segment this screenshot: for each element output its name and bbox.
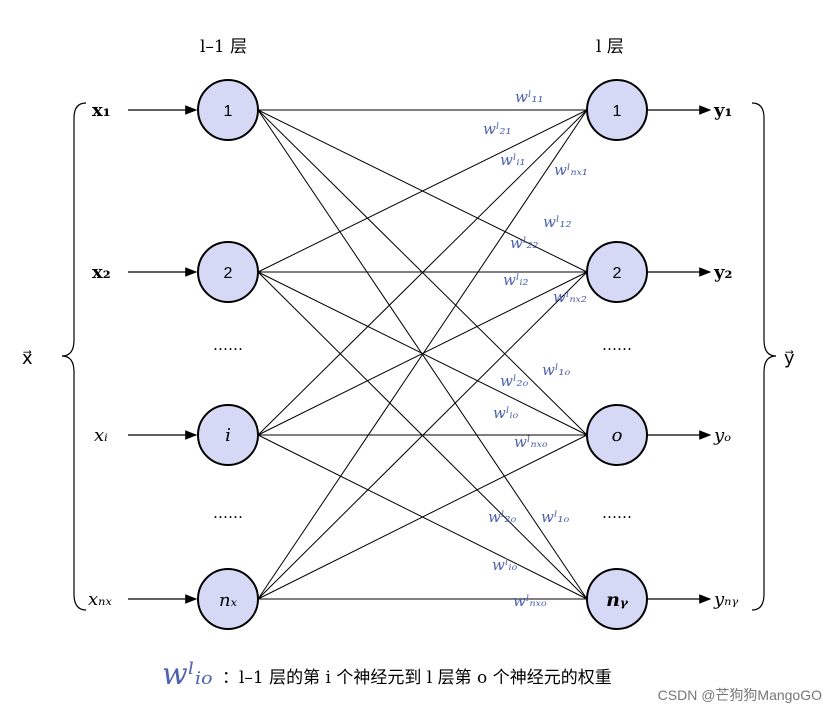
output-node-2-label: 2 [613,265,622,282]
input-node-nx: nₓ [197,568,259,630]
input-ellipsis-1: …… [213,336,243,354]
input-node-nx-label: nₓ [219,590,238,611]
input-node-2: 2 [197,241,259,303]
input-label-i: xᵢ [94,425,108,446]
input-node-1-label: 1 [224,103,233,120]
weight-label-w2o-b: wˡ₂ₒ [488,508,516,526]
weight-label-w1o-a: wˡ₁ₒ [542,361,570,379]
connection-i-2 [257,271,588,436]
output-ellipsis-1: …… [602,336,632,354]
connection-i-1 [257,109,588,436]
output-ellipsis-2: …… [602,504,632,522]
weight-label-wio-b: wˡᵢₒ [492,556,517,574]
output-label-ny: yₙᵧ [713,589,738,610]
output-label-1: y₁ [713,100,732,121]
input-label-nx: xₙₓ [88,589,112,610]
curr-layer-title: l 层 [596,37,624,57]
weight-labels: wˡ₁₁ wˡ₂₁ wˡᵢ₁ wˡₙₓ₁ wˡ₁₂ wˡ₂₂ wˡᵢ₂ wˡₙₓ… [483,88,588,610]
output-node-1-label: 1 [613,103,622,120]
prev-layer-title: l–1 层 [200,37,247,57]
output-vector-label: y⃗ [784,348,795,369]
weight-label-w21: wˡ₂₁ [483,120,512,138]
output-node-ny-label: nᵧ [606,589,629,611]
output-node-ny: nᵧ [586,568,648,630]
input-label-1: x₁ [92,100,111,121]
weight-label-wi2: wˡᵢ₂ [503,271,529,289]
output-node-o-label: o [612,425,623,446]
input-node-i: i [197,404,259,466]
input-node-i-label: i [225,425,231,446]
connection-nx-o [257,434,588,600]
weight-label-wio-a: wˡᵢₒ [493,404,518,422]
input-node-2-label: 2 [224,265,233,282]
output-label-o: yₒ [713,425,731,446]
watermark: CSDN @芒狗狗MangoGO [658,687,822,703]
weight-label-wnxo-a: wˡₙₓₒ [514,433,548,451]
connection-nx-1 [257,109,588,600]
weight-label-wnx1: wˡₙₓ₁ [554,161,588,179]
input-label-2: x₂ [92,262,111,283]
output-node-o: o [586,404,648,466]
input-node-1: 1 [197,79,259,141]
weight-label-w12: wˡ₁₂ [543,213,572,231]
input-ellipsis-2: …… [213,504,243,522]
connections [257,109,588,600]
input-vector-label: x⃗ [22,348,33,369]
weight-label-wnxo-b: wˡₙₓₒ [513,592,547,610]
weight-label-wnx2: wˡₙₓ₂ [553,288,587,306]
weight-label-w2o-a: wˡ₂ₒ [500,372,528,390]
legend-symbol: wˡᵢₒ [162,657,213,692]
connection-nx-2 [257,271,588,600]
output-node-1: 1 [586,79,648,141]
legend-text: ：l–1 层的第 i 个神经元到 l 层第 o 个神经元的权重 [222,668,612,688]
weight-label-w22: wˡ₂₂ [510,234,539,252]
input-brace [61,102,87,611]
weight-label-w1o-b: wˡ₁ₒ [541,508,569,526]
output-node-2: 2 [586,241,648,303]
connection-2-1 [257,109,588,273]
weight-label-wi1: wˡᵢ₁ [500,151,526,169]
output-label-2: y₂ [713,262,732,283]
weight-label-w11: wˡ₁₁ [515,88,544,106]
output-brace [751,102,777,611]
